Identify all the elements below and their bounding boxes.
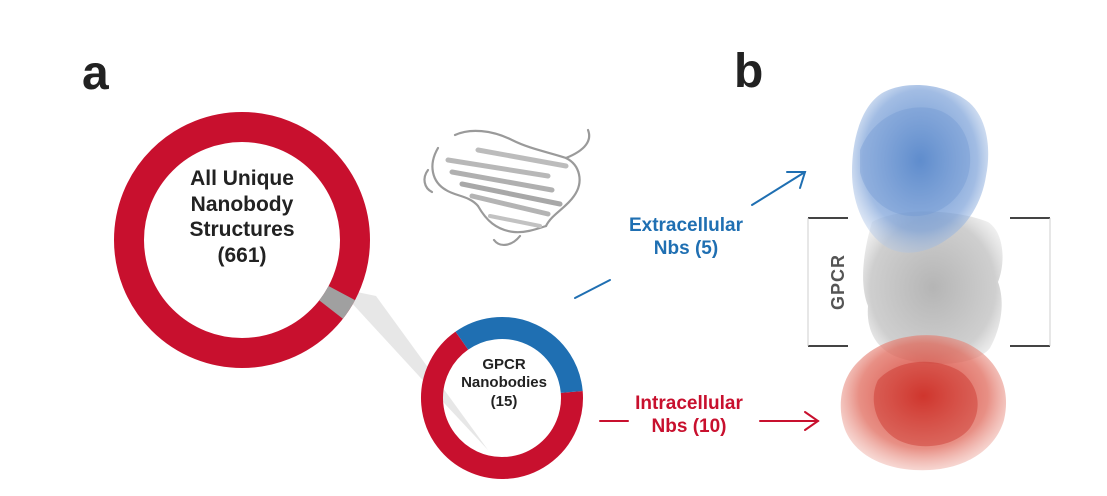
all-structures-label: All Unique Nanobody Structures (661) [162,166,322,268]
all-structures-donut [114,112,370,368]
zoom-wedge [338,288,488,450]
label-line: GPCR [482,356,526,373]
intracellular-nanobody-blob [840,335,1007,471]
gpcr-highlight-slice [319,285,356,319]
extracellular-slice [455,317,583,394]
label-line: (661) [217,243,267,267]
label-line: Intracellular [635,393,743,414]
gpcr-nanobodies-label: GPCR Nanobodies (15) [450,356,558,411]
label-line: Nanobodies [461,374,547,392]
extracellular-arrow [574,171,807,299]
label-line: All Unique [190,167,294,190]
nanobody-structure-icon [423,128,591,246]
label-line: Nanobody [190,192,294,216]
intracellular-arrow [599,411,820,431]
panel-a-label: a [82,47,109,100]
extracellular-label: Extracellular Nbs (5) [606,214,766,260]
panel-b-label: b [734,45,764,98]
label-line: Extracellular [628,215,744,236]
label-line: Structures [189,218,295,242]
extracellular-nanobody-blob [852,85,989,253]
label-line: Nbs (5) [653,238,719,260]
gpcr-nanobodies-donut [421,317,583,479]
intracellular-slice [421,331,583,479]
label-line: (15) [490,392,518,410]
label-line: Nbs (10) [651,416,727,438]
gpcr-receptor-label: GPCR [828,254,848,311]
gpcr-complex-illustration [807,85,1051,471]
intracellular-label: Intracellular Nbs (10) [614,392,764,438]
